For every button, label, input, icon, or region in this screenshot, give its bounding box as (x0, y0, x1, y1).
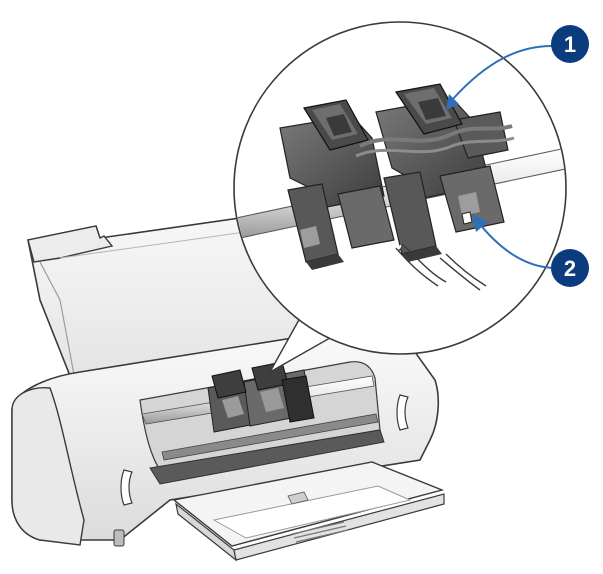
callout-1-leader (451, 45, 553, 101)
print-carriage (207, 361, 315, 433)
printer (11, 207, 445, 562)
callout-2: 2 (472, 214, 589, 287)
cartridge-latch-left (303, 99, 369, 151)
magnified-detail (233, 21, 567, 355)
cartridge-cable-right (439, 257, 481, 291)
callout-1-badge (551, 25, 589, 63)
callout-2-badge (551, 249, 589, 287)
ribbon-cable (359, 124, 513, 148)
callout-2-number: 2 (564, 256, 576, 281)
cartridge-contacts (461, 211, 473, 225)
callout-1-arrowhead (446, 94, 459, 110)
callout-2-arrowhead (472, 214, 488, 232)
callout-2-leader (477, 221, 557, 269)
paper-tray (172, 461, 445, 562)
cartridge-cable-left (395, 247, 439, 287)
cartridge-latch-right (394, 83, 463, 135)
callout-1-number: 1 (564, 32, 576, 57)
callout-1: 1 (446, 25, 589, 110)
